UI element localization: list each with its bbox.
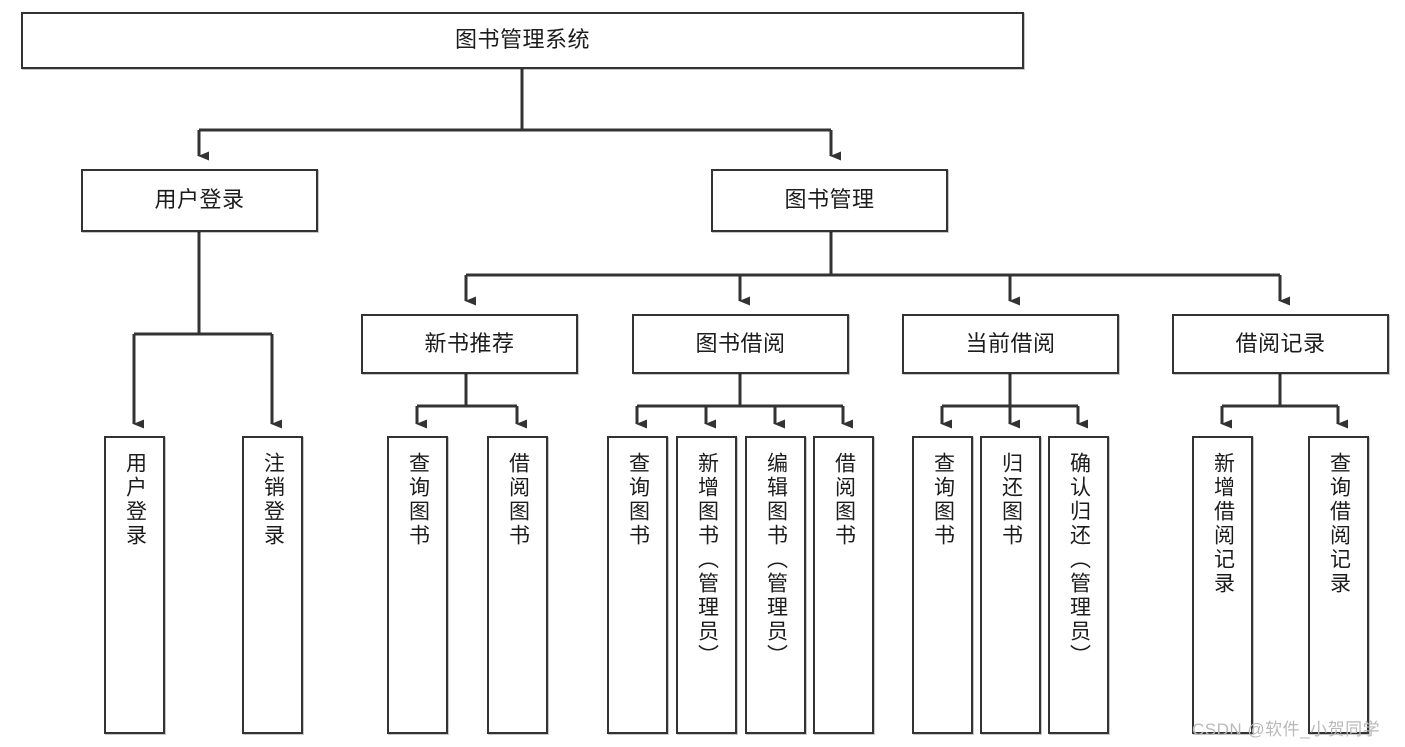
node-user-login-label: 用户登录 — [154, 187, 245, 213]
leaf-new-book-recommend-2[interactable]: 借阅图书 — [487, 436, 548, 734]
leaf-label: 查询图书 — [626, 452, 650, 548]
leaf-label: 新增借阅记录 — [1211, 452, 1235, 596]
node-new-book-recommend[interactable]: 新书推荐 — [361, 314, 578, 374]
leaf-label: 归还图书 — [999, 452, 1023, 548]
leaf-label: 注销登录 — [261, 452, 285, 548]
node-current-borrow-label: 当前借阅 — [965, 330, 1056, 356]
leaf-borrow-record-1[interactable]: 新增借阅记录 — [1192, 436, 1253, 734]
leaf-book-borrow-3[interactable]: 编辑图书（管理员） — [745, 436, 806, 734]
node-book-management[interactable]: 图书管理 — [711, 169, 948, 232]
node-root-label: 图书管理系统 — [454, 27, 590, 53]
leaf-book-borrow-4[interactable]: 借阅图书 — [813, 436, 874, 734]
leaf-new-book-recommend-1[interactable]: 查询图书 — [387, 436, 448, 734]
node-current-borrow[interactable]: 当前借阅 — [902, 314, 1119, 374]
leaf-current-borrow-1[interactable]: 查询图书 — [912, 436, 973, 734]
leaf-book-borrow-2[interactable]: 新增图书（管理员） — [676, 436, 737, 734]
leaf-user-login-1[interactable]: 用户登录 — [104, 436, 165, 734]
node-borrow-record[interactable]: 借阅记录 — [1172, 314, 1389, 374]
leaf-borrow-record-2[interactable]: 查询借阅记录 — [1308, 436, 1369, 734]
leaf-current-borrow-3[interactable]: 确认归还（管理员） — [1048, 436, 1109, 734]
leaf-label: 借阅图书 — [506, 452, 530, 548]
leaf-book-borrow-1[interactable]: 查询图书 — [607, 436, 668, 734]
leaf-user-login-2[interactable]: 注销登录 — [242, 436, 303, 734]
leaf-label: 确认归还（管理员） — [1067, 452, 1091, 668]
leaf-label: 查询图书 — [931, 452, 955, 548]
leaf-label: 编辑图书（管理员） — [764, 452, 788, 668]
leaf-label: 借阅图书 — [832, 452, 856, 548]
node-user-login[interactable]: 用户登录 — [81, 169, 318, 232]
node-borrow-record-label: 借阅记录 — [1235, 330, 1326, 356]
watermark: CSDN @软件_小贺同学 — [1192, 720, 1381, 739]
leaf-label: 查询借阅记录 — [1327, 452, 1351, 596]
node-book-borrow-label: 图书借阅 — [695, 330, 786, 356]
node-root[interactable]: 图书管理系统 — [21, 12, 1024, 69]
leaf-label: 用户登录 — [123, 452, 147, 548]
node-book-management-label: 图书管理 — [784, 187, 875, 213]
leaf-current-borrow-2[interactable]: 归还图书 — [980, 436, 1041, 734]
node-new-book-recommend-label: 新书推荐 — [424, 330, 515, 356]
node-book-borrow[interactable]: 图书借阅 — [632, 314, 849, 374]
leaf-label: 新增图书（管理员） — [695, 452, 719, 668]
leaf-label: 查询图书 — [406, 452, 430, 548]
